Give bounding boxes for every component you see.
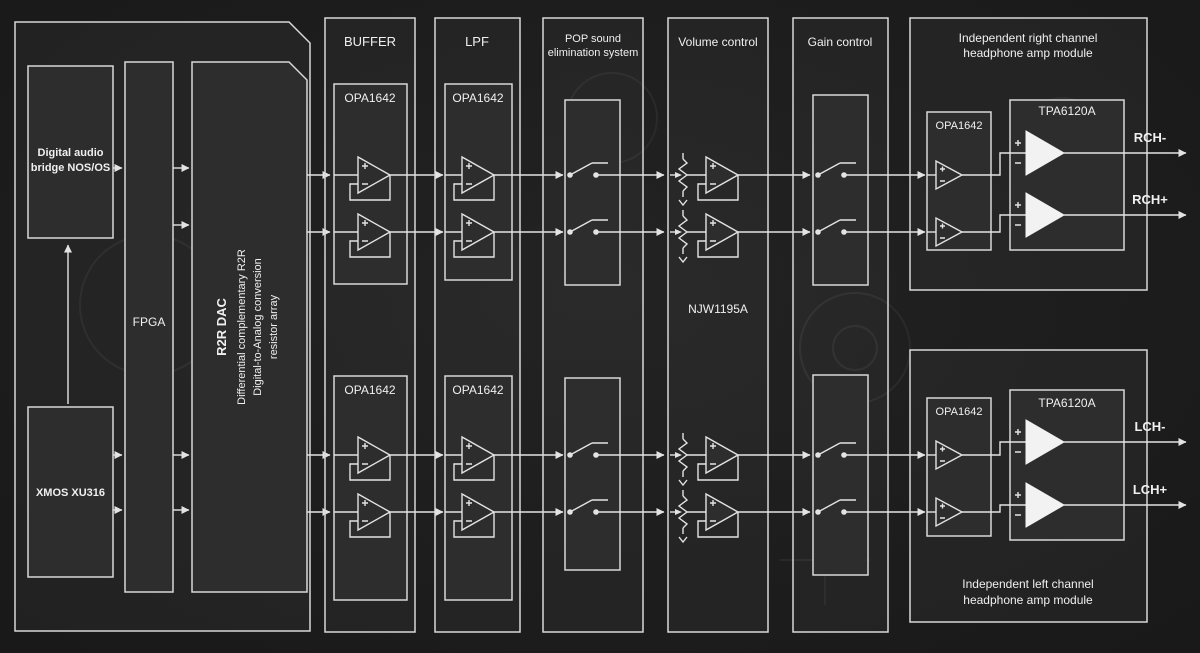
lpf-column: LPF OPA1642 OPA1642 [434, 17, 564, 633]
pop-bottom-box [564, 377, 621, 571]
buffer-chip-bottom-label: OPA1642 [344, 383, 395, 397]
lpf-bottom-box [444, 375, 513, 601]
gain-top-box [812, 94, 869, 286]
volume-top-wiring [669, 152, 811, 263]
r2r-label-line2: Differential complementary R2R [236, 249, 248, 405]
block-r2r-dac: R2R DAC Differential complementary R2R D… [191, 61, 308, 593]
gain-bottom-box [812, 374, 869, 576]
buffer-top-wiring [334, 156, 444, 258]
left-panel-wiring [64, 164, 331, 516]
buffer-title: BUFFER [344, 34, 396, 49]
right-amp-module: Independent right channel headphone amp … [909, 17, 1187, 291]
buffer-column: BUFFER OPA1642 OPA1642 [324, 17, 444, 633]
pop-bottom-wiring [566, 442, 665, 516]
buffer-bottom-wiring [334, 436, 444, 538]
lpf-chip-bottom-label: OPA1642 [452, 383, 503, 397]
left-panel: Digital audio bridge NOS/OS FPGA R2R DAC… [14, 21, 331, 632]
lpf-chip-top-label: OPA1642 [452, 91, 503, 105]
fpga-label: FPGA [133, 315, 166, 329]
bridge-label-line2: bridge NOS/OS [31, 162, 110, 174]
rch-neg-label: RCH- [1134, 130, 1167, 145]
lpf-top-wiring [445, 156, 564, 258]
rch-pos-label: RCH+ [1132, 192, 1168, 207]
xmos-label: XMOS XU316 [36, 487, 105, 499]
left-module-title-line1: Independent left channel [962, 577, 1093, 591]
buffer-chip-top-label: OPA1642 [344, 91, 395, 105]
left-panel-outline [14, 21, 311, 632]
lch-neg-label: LCH- [1134, 419, 1165, 434]
volume-title: Volume control [678, 35, 757, 49]
pop-top-box [564, 99, 621, 286]
block-xmos: XMOS XU316 [27, 406, 114, 578]
left-module-title-line2: headphone amp module [963, 593, 1093, 607]
buffer-bottom-box [333, 375, 408, 601]
left-module-wiring [927, 419, 1187, 528]
gain-bottom-wiring [814, 442, 926, 516]
volume-bottom-wiring [669, 432, 811, 543]
gain-column: Gain control [792, 17, 926, 633]
right-tpa-label: TPA6120A [1038, 104, 1095, 118]
gain-top-wiring [814, 162, 926, 236]
lpf-bottom-wiring [445, 436, 564, 538]
njw1195a-label: NJW1195A [688, 302, 748, 316]
r2r-label-line3: Digital-to-Analog conversion [252, 258, 264, 396]
pop-column: POP sound elimination system [542, 17, 665, 633]
pop-top-wiring [566, 162, 665, 236]
pop-title-line2: elimination system [548, 47, 638, 59]
r2r-label-line1: R2R DAC [214, 298, 229, 356]
volume-column: Volume control NJW1195A [667, 17, 811, 633]
pop-title-line1: POP sound [565, 33, 621, 45]
left-amp-module: OPA1642 TPA6120A LCH- LCH+ Independent l… [909, 349, 1187, 623]
right-module-title-line2: headphone amp module [963, 46, 1093, 60]
gain-title: Gain control [808, 35, 873, 49]
left-tpa-label: TPA6120A [1038, 396, 1095, 410]
block-digital-bridge: Digital audio bridge NOS/OS [27, 65, 114, 239]
r2r-label-line4: resistor array [268, 294, 280, 359]
left-opa-label: OPA1642 [936, 406, 983, 418]
right-opa-label: OPA1642 [936, 120, 983, 132]
lch-pos-label: LCH+ [1133, 482, 1168, 497]
bridge-label-line1: Digital audio [38, 147, 104, 159]
right-module-title-line1: Independent right channel [959, 31, 1098, 45]
lpf-title: LPF [465, 34, 489, 49]
right-module-wiring [927, 130, 1187, 247]
block-fpga: FPGA [124, 61, 174, 593]
